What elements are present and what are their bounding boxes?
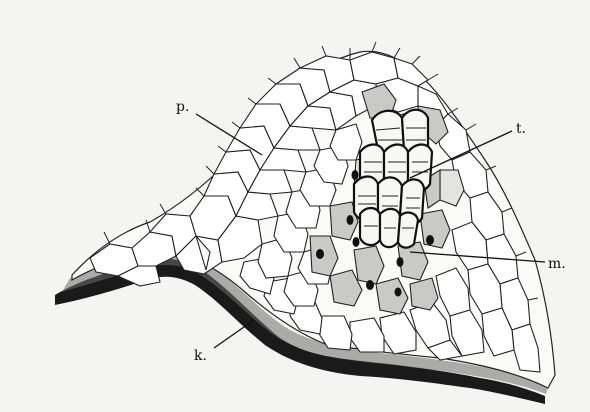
parenchyma-cells xyxy=(90,52,540,372)
label-m: m. xyxy=(548,256,566,272)
label-t: t. xyxy=(516,121,526,137)
label-p: p. xyxy=(176,99,189,115)
label-k: k. xyxy=(194,348,207,364)
leader-line-k xyxy=(214,320,254,348)
